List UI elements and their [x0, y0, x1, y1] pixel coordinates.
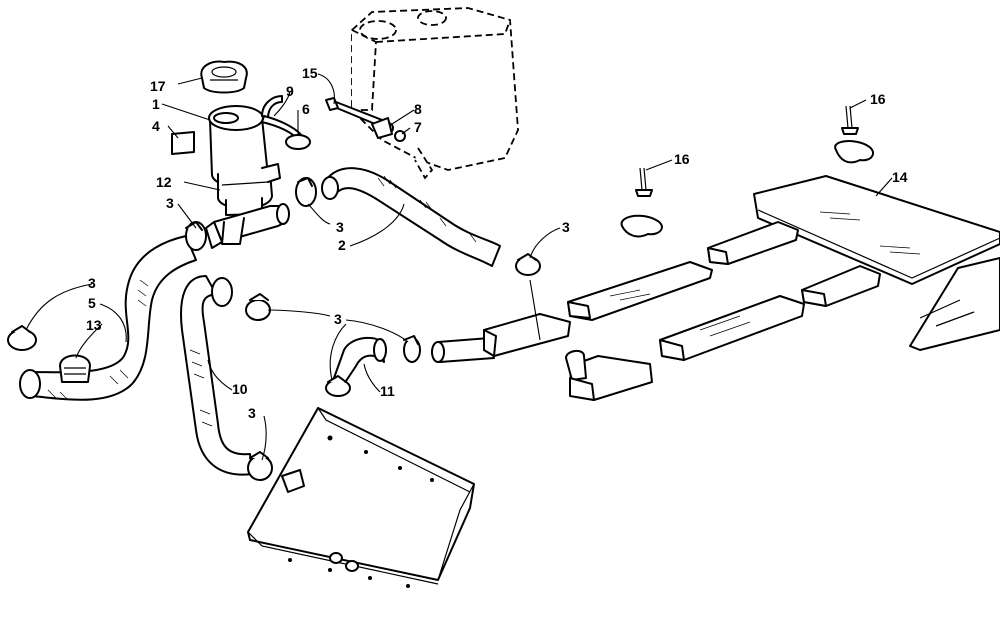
leader-lines: [25, 73, 893, 461]
callout-11: 11: [380, 383, 395, 399]
hose-clamp-g: [325, 375, 351, 397]
callout-4: 4: [152, 118, 160, 134]
washer: [371, 117, 394, 139]
rear-bumper-bracket: [909, 257, 1000, 351]
hose-clamp-e: [245, 293, 271, 321]
upper-coolant-hose: [321, 167, 501, 267]
callout-3: 3: [334, 311, 342, 327]
overflow-hose: [261, 95, 311, 150]
callout-6: 6: [302, 101, 310, 117]
callout-8: 8: [414, 101, 422, 117]
surge-tank: [208, 105, 281, 216]
fastener-left: [620, 167, 663, 238]
callout-7: 7: [414, 119, 422, 135]
heat-exchanger-elbow: [565, 350, 653, 401]
callout-3: 3: [562, 219, 570, 235]
heat-exchanger-rail-right-lower: [801, 265, 881, 307]
callout-12: 12: [156, 174, 172, 190]
hose-clamp-h: [247, 451, 273, 481]
callout-17: 17: [150, 78, 166, 94]
heat-exchanger-inlet-hose: [431, 337, 495, 363]
hose-clamp-c: [515, 253, 541, 276]
callout-14: 14: [892, 169, 908, 185]
callout-2: 2: [338, 237, 346, 253]
callout-9: 9: [286, 83, 294, 99]
heat-exchanger-rail-right-upper: [707, 221, 799, 265]
fastener-right: [834, 105, 875, 164]
callout-labels: 17 1 4 12 3 15 9 6 8 7 3 2 3 16 16 14 3 …: [86, 65, 908, 421]
callout-3: 3: [88, 275, 96, 291]
callout-3: 3: [166, 195, 174, 211]
callout-3: 3: [248, 405, 256, 421]
elbow-hose: [333, 336, 387, 385]
rear-heat-exchanger-plate: [753, 175, 1000, 285]
callout-16: 16: [674, 151, 690, 167]
heat-exchanger-rail-right-middle: [659, 295, 805, 361]
long-coolant-hose: [180, 275, 253, 476]
hose-clamp-a: [185, 221, 207, 251]
t-fitting: [205, 203, 290, 249]
callout-15: 15: [302, 65, 318, 81]
heat-exchanger-rail-left-upper: [567, 261, 713, 321]
heat-exchanger-rail-left-lower: [483, 313, 571, 357]
hose-clamp-f: [403, 335, 421, 363]
lower-left-coolant-hose: [19, 235, 197, 401]
callout-1: 1: [152, 96, 160, 112]
radiator-cap: [200, 60, 248, 94]
hose-clamp-d: [7, 325, 37, 351]
callout-13: 13: [86, 317, 102, 333]
hose-clip: [59, 354, 91, 383]
callout-16: 16: [870, 91, 886, 107]
callout-5: 5: [88, 295, 96, 311]
hose-clamp-b: [295, 177, 317, 207]
callout-3: 3: [336, 219, 344, 235]
callout-10: 10: [232, 381, 248, 397]
front-heat-exchanger: [247, 407, 475, 588]
coolant-reservoir-tank: [351, 7, 519, 180]
